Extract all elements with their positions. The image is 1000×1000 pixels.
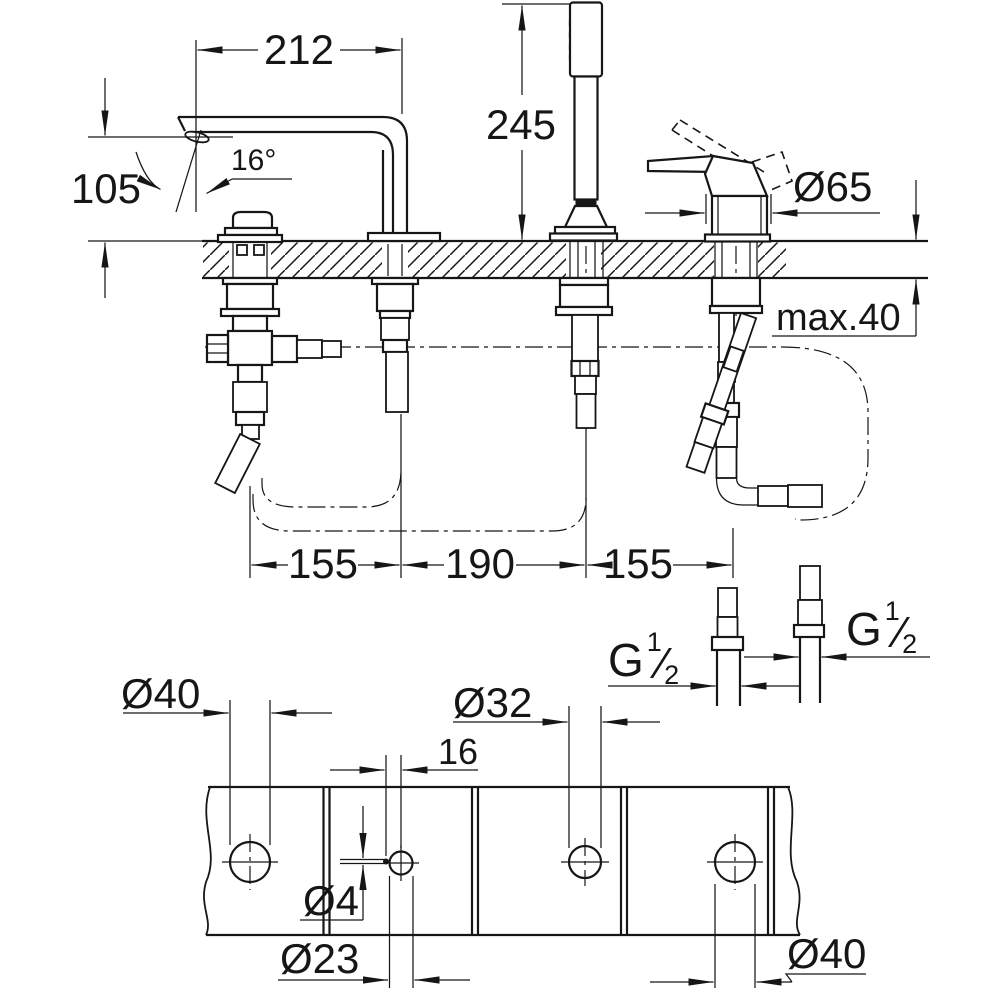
dim-155-right-label: 155: [603, 540, 673, 587]
mixer-hose-right: [685, 311, 758, 474]
dim-155-left-label: 155: [288, 540, 358, 587]
mixer-handle: [646, 119, 823, 508]
dim-245-label: 245: [486, 101, 556, 148]
dim-spout-reach: 212: [195, 26, 403, 212]
spout: [177, 115, 442, 413]
dim-handle-diameter: Ø65: [645, 163, 880, 224]
hand-shower: [548, 1, 619, 498]
dim-40-left-label: Ø40: [121, 670, 200, 717]
dim-190-label: 190: [445, 540, 515, 587]
dim-105-label: 105: [71, 165, 141, 212]
dim-deck-thickness: max.40: [772, 180, 920, 339]
dim-212-label: 212: [264, 26, 334, 73]
dim-hole1: Ø40: [121, 670, 332, 845]
plan-view: Ø40 Ø32 16 Ø4: [121, 670, 866, 988]
diverter-valve: [205, 210, 342, 495]
dim-hole3: Ø23: [278, 876, 470, 988]
deck-holes: [222, 834, 763, 890]
dim-pilot-offset: 16: [330, 731, 478, 856]
dim-handshower-height: 245: [486, 3, 570, 240]
dim-16-label: 16: [438, 731, 478, 772]
dim-hole-spacings: 155 190 155: [249, 414, 734, 587]
dim-hole4: Ø40: [650, 884, 866, 988]
supply-hose-tails: [710, 565, 826, 706]
deck-section: [88, 239, 928, 280]
dim-65-label: Ø65: [793, 163, 872, 210]
dim-hole2: Ø32: [453, 679, 660, 848]
dim-spout-height: 105: [71, 78, 233, 298]
dim-16deg-label: 16°: [231, 144, 276, 177]
deck-plan-outline: [203, 785, 801, 937]
dim-4-label: Ø4: [303, 877, 359, 924]
dim-spout-angle: 16°: [135, 129, 292, 213]
dim-23-label: Ø23: [280, 935, 359, 982]
dim-max40-label: max.40: [776, 297, 901, 339]
side-elevation-view: 212 105 16° 245: [71, 1, 930, 706]
dim-40-right-label: Ø40: [787, 930, 866, 977]
dim-32-label: Ø32: [453, 679, 532, 726]
dim-pilot-hole: Ø4: [300, 806, 386, 924]
